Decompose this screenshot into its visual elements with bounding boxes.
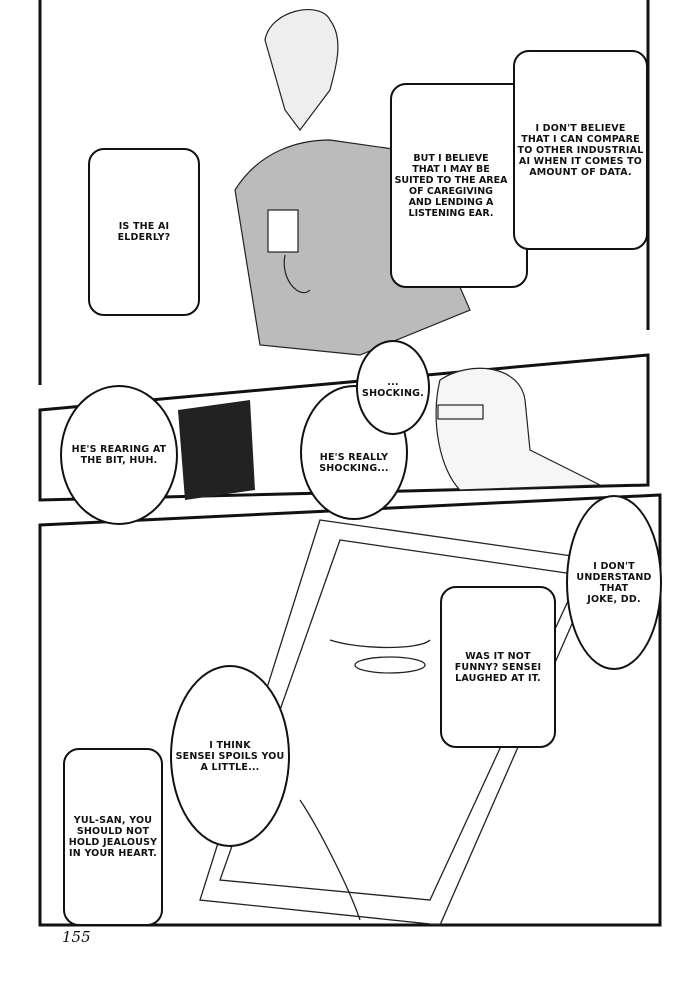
bubble-text: BUT I BELIEVE THAT I MAY BE SUITED TO TH… bbox=[394, 152, 508, 219]
speech-bubble: I DON'T UNDERSTAND THAT JOKE, DD. bbox=[566, 495, 662, 670]
old-man-figure bbox=[435, 367, 601, 491]
panel-3-frame bbox=[38, 493, 662, 927]
bubble-text: I THINK SENSEI SPOILS YOU A LITTLE... bbox=[175, 739, 285, 773]
bubble-text: I DON'T BELIEVE THAT I CAN COMPARE TO OT… bbox=[517, 122, 644, 178]
hair-figure bbox=[178, 400, 255, 500]
bubble-text: HE'S REALLY SHOCKING... bbox=[319, 451, 389, 474]
bubble-text: ... SHOCKING. bbox=[362, 376, 424, 399]
speech-bubble: I THINK SENSEI SPOILS YOU A LITTLE... bbox=[170, 665, 290, 847]
speech-bubble: I DON'T BELIEVE THAT I CAN COMPARE TO OT… bbox=[513, 50, 648, 250]
bubble-text: YUL-SAN, YOU SHOULD NOT HOLD JEALOUSY IN… bbox=[68, 815, 158, 859]
panel-1-frame bbox=[38, 0, 650, 385]
speech-bubble: ... SHOCKING. bbox=[356, 340, 430, 435]
speech-bubble: IS THE AI ELDERLY? bbox=[88, 148, 200, 316]
speech-bubble: YUL-SAN, YOU SHOULD NOT HOLD JEALOUSY IN… bbox=[63, 748, 163, 926]
speech-bubble: BUT I BELIEVE THAT I MAY BE SUITED TO TH… bbox=[390, 83, 528, 288]
bubble-text: IS THE AI ELDERLY? bbox=[117, 221, 171, 243]
bubble-text: WAS IT NOT FUNNY? SENSEI LAUGHED AT IT. bbox=[454, 650, 542, 684]
bubble-text: HE'S REARING AT THE BIT, HUH. bbox=[71, 444, 167, 466]
speech-bubble: WAS IT NOT FUNNY? SENSEI LAUGHED AT IT. bbox=[440, 586, 556, 748]
bubble-text: I DON'T UNDERSTAND THAT JOKE, DD. bbox=[576, 560, 652, 605]
speech-bubble: HE'S REARING AT THE BIT, HUH. bbox=[60, 385, 178, 525]
page-number: 155 bbox=[62, 928, 91, 946]
